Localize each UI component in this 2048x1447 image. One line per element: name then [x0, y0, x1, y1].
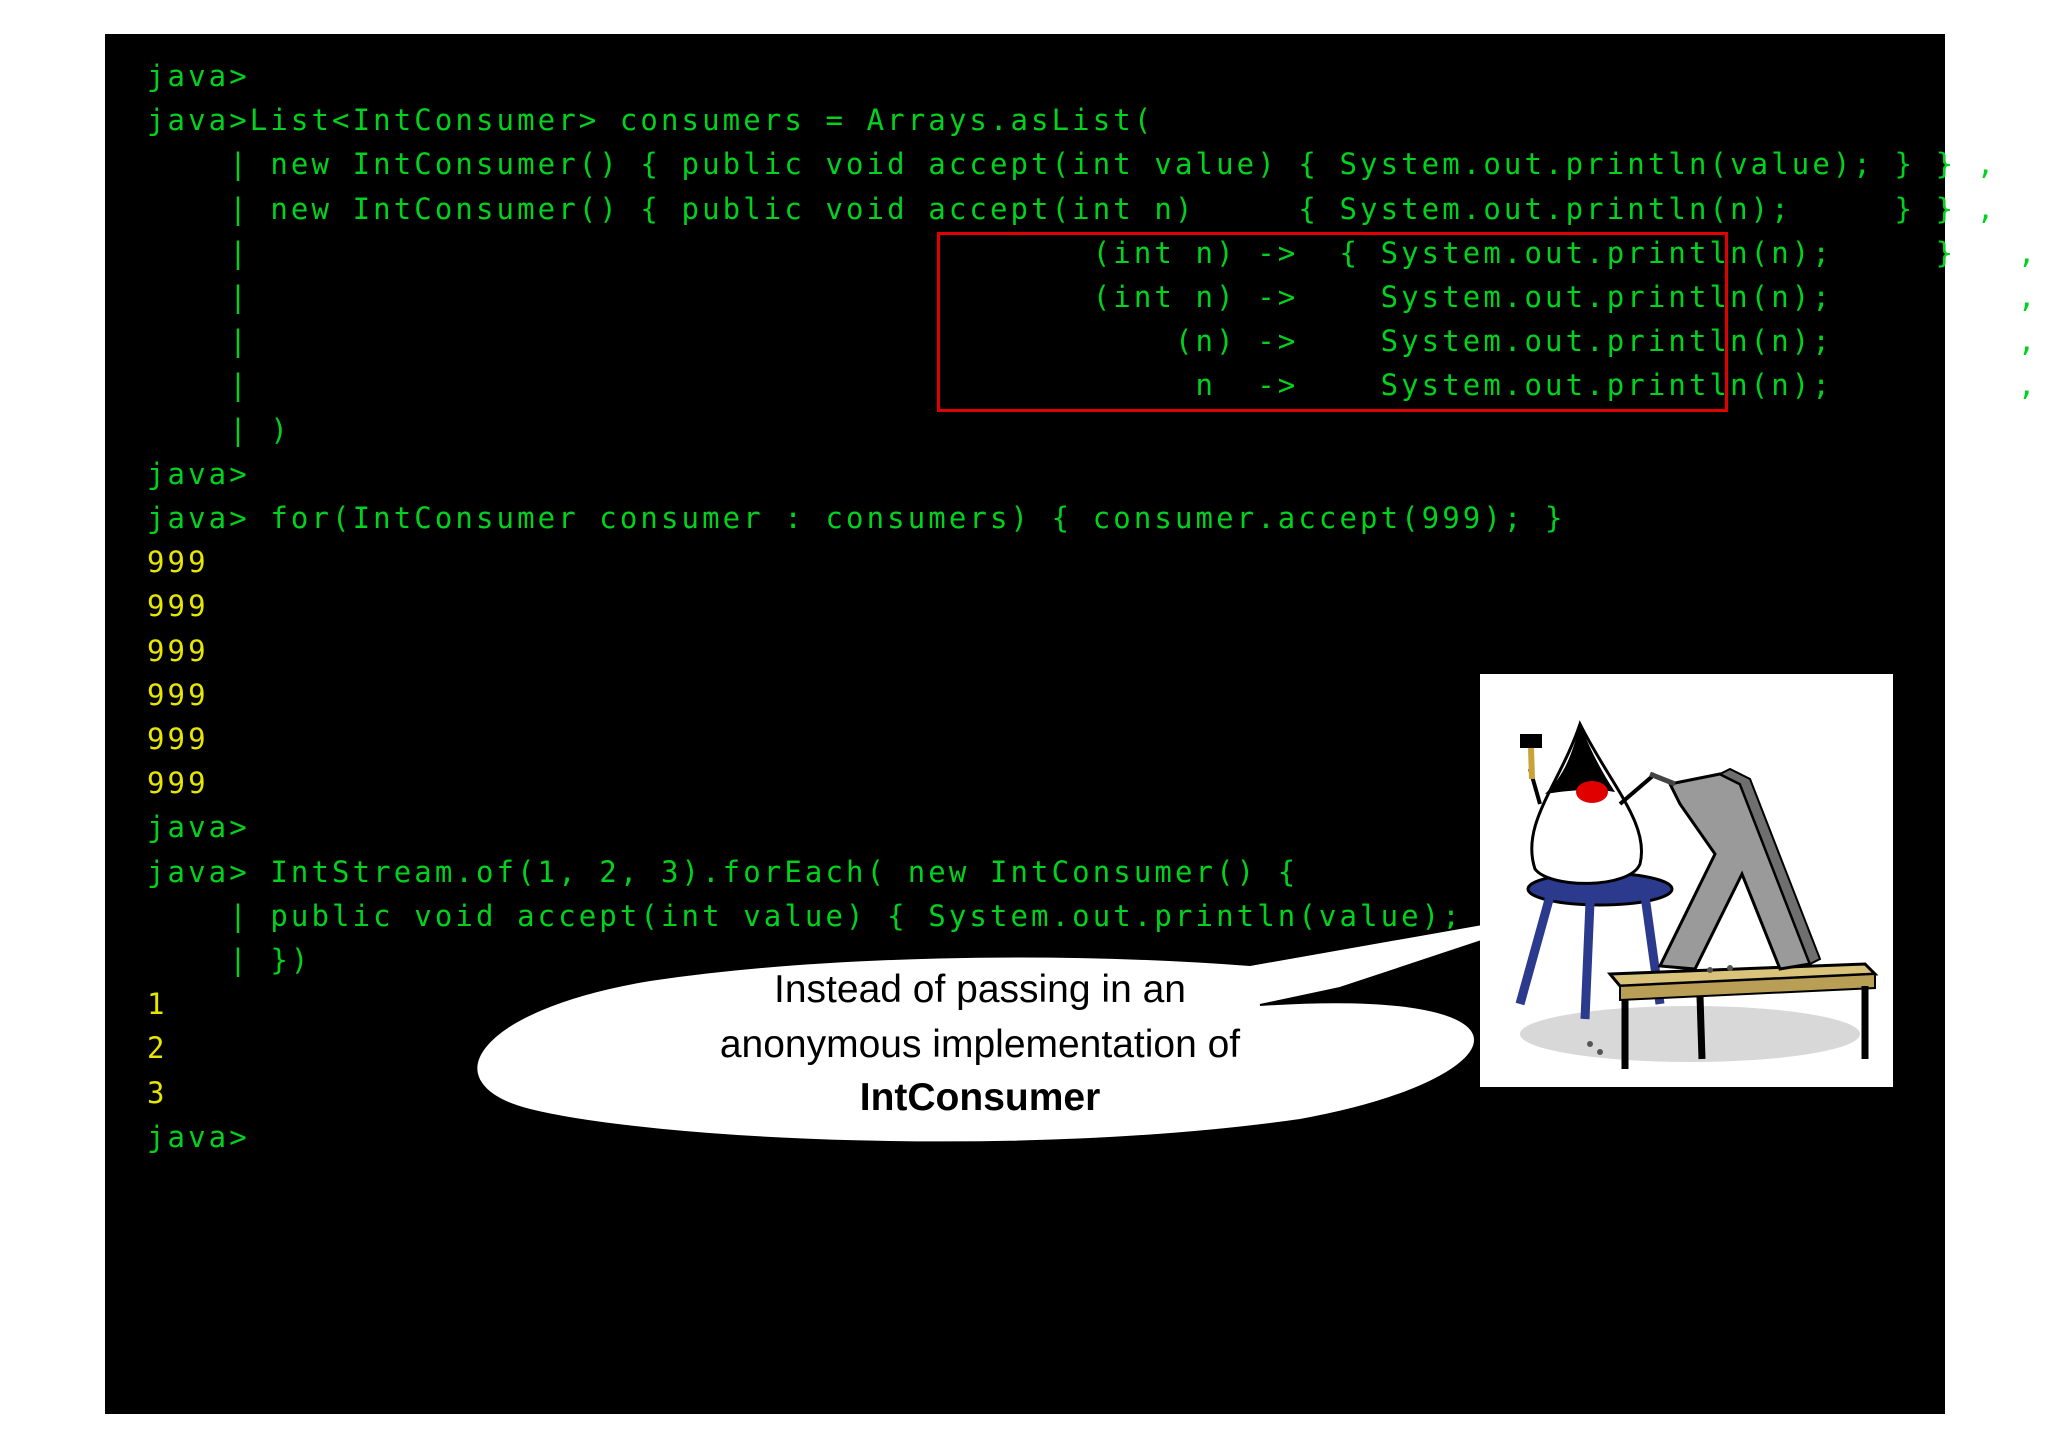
terminal-line: java>	[147, 456, 250, 491]
terminal-line: 3	[147, 1075, 168, 1110]
terminal-line: | public void accept(int value) { System…	[147, 898, 1504, 933]
terminal-line: 999	[147, 722, 209, 756]
terminal-line: 2	[147, 1031, 168, 1066]
terminal-line: | n -> System.out.println(n); ,	[147, 368, 2039, 403]
terminal-line: java>	[147, 810, 250, 845]
terminal-line: | })	[147, 943, 312, 977]
terminal-line: 999	[147, 545, 209, 580]
terminal-line: | )	[147, 412, 291, 447]
terminal-line: | (int n) -> { System.out.println(n); } …	[147, 235, 2039, 270]
terminal-line: java> for(IntConsumer consumer : consume…	[147, 501, 1566, 535]
terminal-line: | new IntConsumer() { public void accept…	[147, 191, 1998, 226]
terminal-line: 1	[147, 987, 168, 1022]
terminal-line: | (int n) -> System.out.println(n); ,	[147, 280, 2039, 314]
callout-line-1: Instead of passing in an	[774, 968, 1186, 1011]
duke-sculpting-lambda-icon	[1480, 674, 1893, 1087]
terminal-line: | (n) -> System.out.println(n); ,	[147, 324, 2039, 359]
terminal-line: 999	[147, 589, 209, 624]
terminal-line: java>List<IntConsumer> consumers = Array…	[147, 103, 1155, 138]
callout-line-2: anonymous implementation of	[719, 1023, 1241, 1066]
lambda-highlight-box	[937, 232, 1728, 412]
callout-line-3: IntConsumer	[859, 1076, 1101, 1119]
terminal-line: java>	[147, 1119, 250, 1154]
terminal-line: 999	[147, 766, 209, 801]
terminal-line: java> IntStream.of(1, 2, 3).forEach( new…	[147, 854, 1299, 889]
terminal-line: java>	[147, 59, 250, 93]
terminal-line: 999	[147, 633, 209, 668]
terminal-line: 999	[147, 677, 209, 712]
terminal-line: | new IntConsumer() { public void accept…	[147, 147, 1998, 182]
